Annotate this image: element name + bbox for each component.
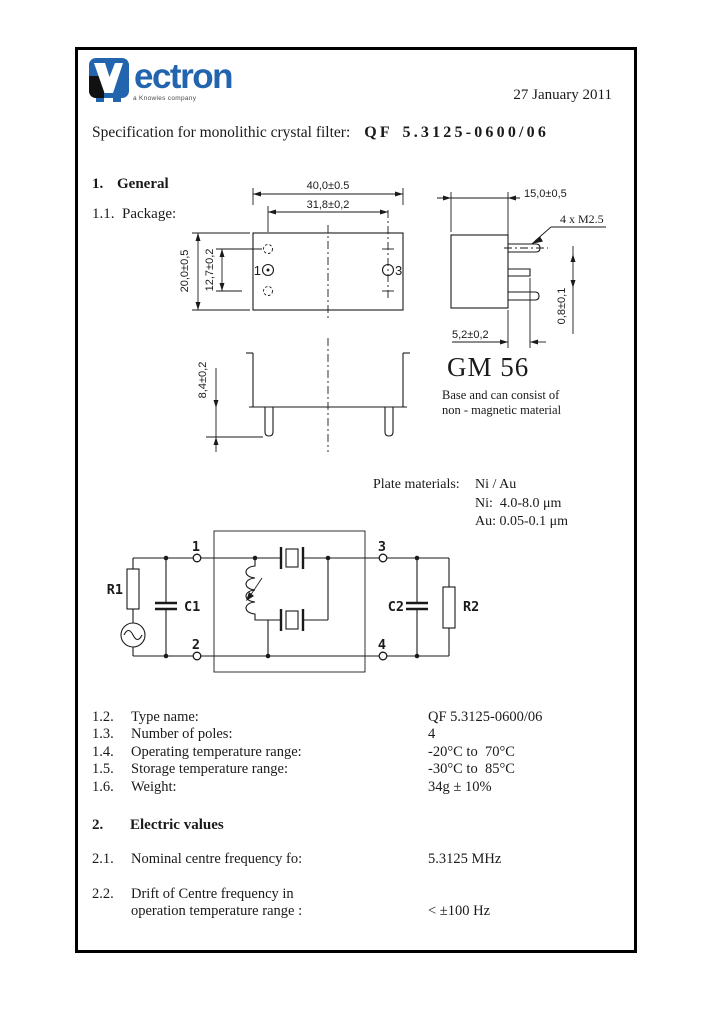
dim-pin-offset-label: 5,2±0,2: [452, 329, 489, 341]
plate-au-thickness: Au: 0.05-0.1 μm: [475, 514, 569, 529]
dim-depth-label: 15,0±0,5: [524, 188, 567, 200]
screws-label: 4 x M2.5: [560, 212, 604, 226]
top-view-drawing: 1 3 40,0±0.5 31,8±0,2 20,0±0,5: [179, 180, 404, 318]
node4-label: 4: [378, 637, 386, 653]
spec-row-poles: 1.3.Number of poles:4: [92, 726, 436, 743]
plate-material-value: Ni / Au: [475, 477, 517, 492]
document-date: 27 January 2011: [513, 87, 612, 103]
dim-width-label: 40,0±0.5: [307, 180, 350, 192]
top-view-pin1-label: 1: [254, 263, 261, 278]
r1-label: R1: [107, 582, 123, 598]
section-package-heading: 1.1.Package:: [92, 206, 177, 222]
spec-row-operating-temp: 1.4.Operating temperature range:-20°C to…: [92, 743, 515, 760]
page-border: [75, 47, 637, 953]
node3-label: 3: [378, 539, 386, 555]
plate-ni-thickness: Ni: 4.0-8.0 μm: [475, 495, 562, 511]
spec-row-type-name: 1.2.Type name:QF 5.3125-0600/06: [92, 709, 543, 725]
dim-pin-pitch-label: 12,7±0,2: [204, 249, 216, 292]
logo-wordmark: ectron: [134, 57, 233, 96]
spec-row-weight: 1.6.Weight:34g ± 10%: [92, 778, 492, 795]
dim-can-height-label: 8,4±0,2: [197, 362, 209, 399]
equivalent-circuit-schematic: R1 C1 C2: [107, 530, 479, 673]
vectron-logo: ectron: [88, 57, 233, 103]
node2-label: 2: [192, 637, 200, 653]
side-view-drawing: 15,0±0,5 4 x M2.5 0,8±0,1 5,2±0,2: [437, 188, 606, 348]
plate-materials-label: Plate materials:: [373, 477, 460, 492]
spec-row-storage-temp: 1.5.Storage temperature range:-30°C to 8…: [92, 761, 515, 778]
general-spec-list: 1.2.Type name:QF 5.3125-0600/06 1.3.Numb…: [92, 709, 632, 796]
top-view-pin3-label: 3: [395, 263, 402, 278]
dim-height-label: 20,0±0,5: [179, 250, 191, 293]
c2-label: C2: [388, 599, 404, 615]
package-material-note: Base and can consist of non - magnetic m…: [442, 388, 562, 417]
section-electric-heading: 2.Electric values: [92, 817, 224, 833]
dim-pin-dia-label: 0,8±0,1: [556, 288, 568, 325]
c1-label: C1: [184, 599, 200, 615]
plate-materials: Plate materials: Ni / Au Ni: 4.0-8.0 μm …: [373, 476, 568, 532]
front-view-drawing: 8,4±0,2: [197, 338, 410, 452]
title-prefix: Specification for monolithic crystal fil…: [92, 124, 351, 141]
dim-pin-span-label: 31,8±0,2: [307, 199, 350, 211]
package-model-name: GM 56: [447, 352, 530, 382]
node1-label: 1: [192, 539, 200, 555]
document-title: Specification for monolithic crystal fil…: [92, 124, 549, 142]
vectron-logo-icon: [89, 58, 129, 102]
r2-label: R2: [463, 599, 479, 615]
title-model-number: QF 5.3125-0600/06: [364, 124, 550, 141]
section-general-heading: 1.General: [92, 176, 169, 192]
logo-tagline: a Knowles company: [133, 95, 197, 102]
